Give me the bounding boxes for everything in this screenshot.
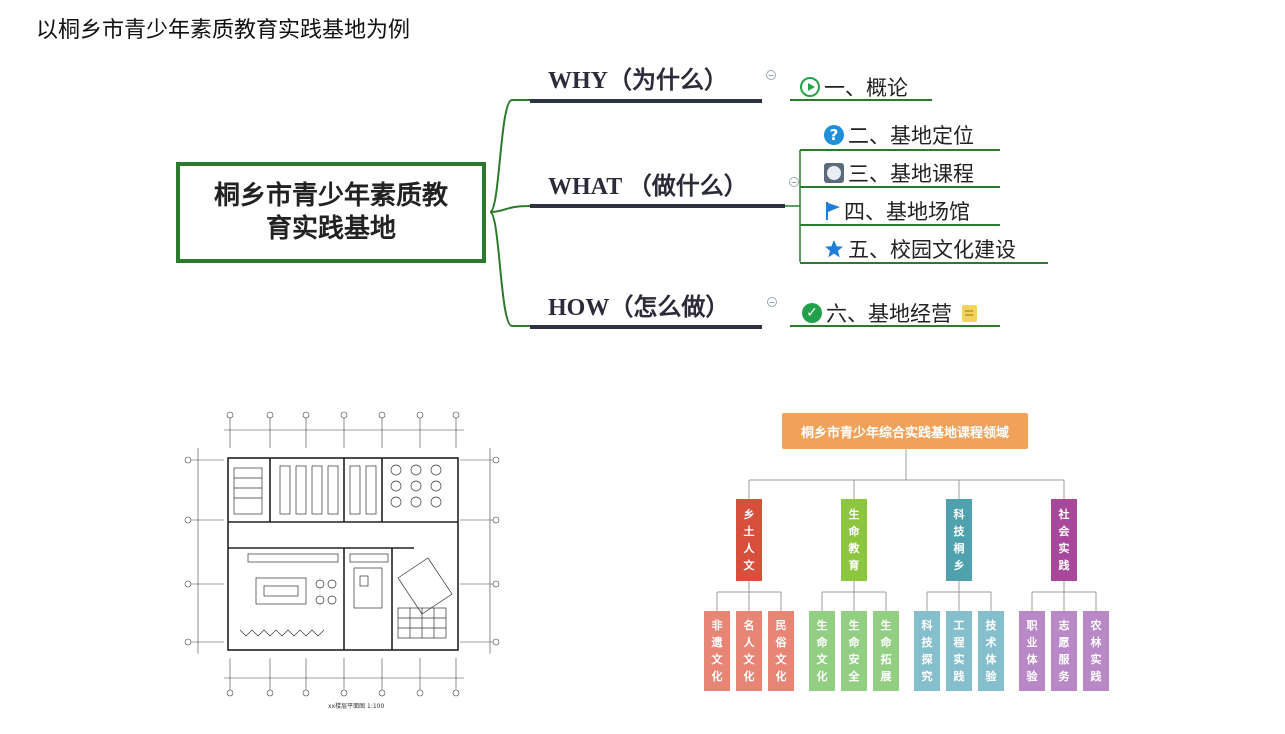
connector-what: [489, 205, 531, 213]
org-sub-box: 生命拓展: [873, 611, 899, 691]
page-title: 以桐乡市青少年素质教育实践基地为例: [36, 18, 411, 43]
leaf-operation-label: 六、基地经营: [826, 302, 952, 326]
branch-what-line: [530, 204, 785, 208]
org-sub-box: 职业体验: [1019, 611, 1045, 691]
org-chart-title: 桐乡市青少年综合实践基地课程领域: [782, 413, 1028, 449]
leaf-positioning-label: 二、基地定位: [848, 124, 974, 148]
branch-how-label[interactable]: HOW（怎么做）: [548, 295, 730, 321]
branch-why-line: [530, 99, 762, 103]
clock-icon: [824, 163, 844, 183]
org-domain-box: 社会实践: [1051, 499, 1077, 581]
org-sub-box: 志愿服务: [1051, 611, 1077, 691]
org-domain-box: 科技桐乡: [946, 499, 972, 581]
leaf-line: [800, 186, 1000, 188]
mindmap-root-node[interactable]: 桐乡市青少年素质教育实践基地: [176, 162, 486, 263]
branch-why-label[interactable]: WHY（为什么）: [548, 68, 728, 94]
leaf-line: [800, 262, 1048, 264]
leaf-line: [800, 149, 1000, 151]
leaf-overview-label: 一、概论: [824, 76, 908, 100]
leaf-line: [800, 224, 1000, 226]
org-sub-box: 生命安全: [841, 611, 867, 691]
leaf-operation[interactable]: ✓ 六、基地经营: [802, 298, 977, 328]
org-sub-box: 民俗文化: [768, 611, 794, 691]
leaf-venues-label: 四、基地场馆: [844, 200, 970, 224]
connector-how: [489, 211, 530, 327]
star-icon: [825, 240, 843, 258]
leaf-line: [790, 325, 1000, 327]
leaf-positioning[interactable]: ? 二、基地定位: [824, 120, 974, 150]
collapse-how-icon[interactable]: −: [767, 297, 777, 307]
leaf-campus-culture[interactable]: 五、校园文化建设: [824, 234, 1016, 264]
org-sub-box: 科技探究: [914, 611, 940, 691]
note-icon[interactable]: [962, 304, 977, 322]
check-circle-icon: ✓: [802, 303, 822, 323]
branch-what-label[interactable]: WHAT （做什么）: [548, 174, 748, 200]
org-chart-connectors: [716, 449, 1097, 611]
connector-what-leaves: [785, 150, 801, 262]
leaf-courses-label: 三、基地课程: [848, 162, 974, 186]
leaf-campus-culture-label: 五、校园文化建设: [848, 238, 1016, 262]
org-domain-box: 生命教育: [841, 499, 867, 581]
leaf-line: [790, 99, 932, 101]
branch-how-line: [530, 325, 762, 329]
leaf-venues[interactable]: 四、基地场馆: [824, 196, 970, 226]
leaf-overview[interactable]: 一、概论: [800, 72, 908, 102]
play-circle-icon: [800, 77, 820, 97]
floor-plan-image: [184, 411, 500, 697]
org-sub-box: 工程实践: [946, 611, 972, 691]
connector-why: [489, 99, 530, 213]
root-label: 桐乡市青少年素质教育实践基地: [213, 180, 448, 244]
org-sub-box: 技术体验: [978, 611, 1004, 691]
mindmap-connectors: [489, 99, 801, 327]
floor-plan-caption: xx楼层平面图 1:100: [328, 703, 385, 710]
org-sub-box: 生命文化: [809, 611, 835, 691]
org-sub-box: 非遗文化: [704, 611, 730, 691]
collapse-why-icon[interactable]: −: [766, 70, 776, 80]
question-icon: ?: [824, 125, 844, 145]
flag-icon: [826, 202, 840, 220]
leaf-courses[interactable]: 三、基地课程: [824, 158, 974, 188]
axis-lines: [188, 418, 496, 690]
org-sub-box: 农林实践: [1083, 611, 1109, 691]
collapse-what-icon[interactable]: −: [789, 177, 799, 187]
org-domain-box: 乡土人文: [736, 499, 762, 581]
org-sub-box: 名人文化: [736, 611, 762, 691]
